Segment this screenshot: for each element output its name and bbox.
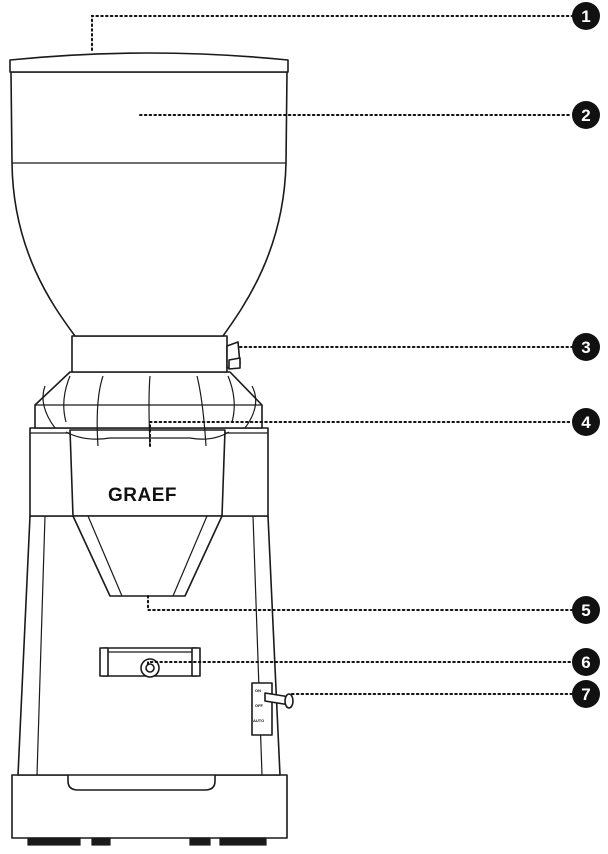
leader-4	[149, 421, 573, 447]
grounds-chute: GRAEF	[65, 429, 230, 597]
switch-label-on: ON	[255, 688, 261, 693]
svg-text:1: 1	[581, 7, 590, 26]
callout-3: 3	[572, 333, 600, 361]
callout-4: 4	[572, 408, 600, 436]
switch-label-off: OFF	[255, 703, 264, 708]
svg-text:7: 7	[581, 685, 590, 704]
svg-text:3: 3	[581, 338, 590, 357]
grind-adjustment-ring	[34, 371, 263, 447]
callout-6: 6	[572, 648, 600, 676]
grinder-base	[11, 774, 288, 846]
leader-6	[147, 661, 573, 665]
switch-label-auto: AUTO	[253, 718, 264, 723]
svg-text:4: 4	[581, 413, 591, 432]
hopper-lid	[9, 52, 289, 73]
hopper-collar	[71, 335, 241, 373]
callout-5: 5	[572, 596, 600, 624]
svg-text:6: 6	[581, 653, 590, 672]
bean-hopper	[10, 71, 288, 337]
callout-7: 7	[572, 680, 600, 708]
callout-1: 1	[572, 2, 600, 30]
callout-2: 2	[572, 101, 600, 129]
leader-1	[91, 15, 573, 51]
leader-lines	[91, 15, 573, 695]
svg-text:5: 5	[581, 601, 590, 620]
callouts: 1 2 3 4 5 6 7	[572, 2, 600, 708]
brand-logo: GRAEF	[108, 485, 177, 506]
leader-5	[147, 595, 573, 611]
svg-text:2: 2	[581, 106, 590, 125]
power-switch: ON OFF AUTO	[251, 682, 294, 736]
